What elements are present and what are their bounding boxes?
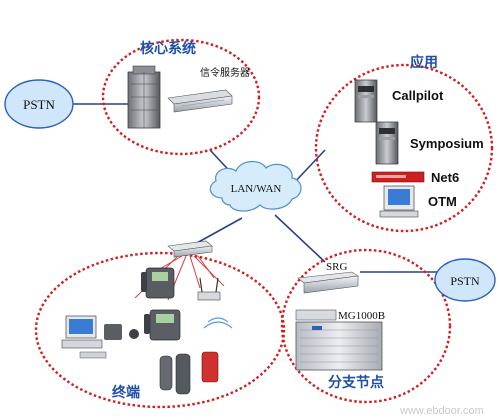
callpilot-label: Callpilot: [392, 88, 444, 103]
core-system: 核心系统 信令服务器: [127, 40, 250, 129]
mg1000b-cabinet-icon: [295, 309, 383, 371]
mg1000b-label: MG1000B: [338, 310, 385, 322]
link-lan-branch: [274, 214, 326, 263]
watermark: www.ebdoor.com: [399, 405, 484, 417]
links: [73, 103, 438, 273]
terminal-title: 终端: [112, 384, 140, 401]
lan-wan-label: LAN/WAN: [231, 183, 282, 195]
applications: 应用 Callpilot Symposium Net6 OTM: [354, 54, 484, 218]
wireless-ap-icon: [197, 277, 233, 329]
cloud-shape: [209, 161, 302, 212]
otm-label: OTM: [428, 194, 457, 209]
handset-icon: [159, 351, 219, 395]
cluster-terminal-outline: [34, 251, 286, 409]
switch-icon: [167, 240, 213, 258]
pstn-right-label: PSTN: [450, 274, 480, 288]
branch-node: SRG MG1000B 分支节点: [295, 261, 385, 391]
ip-phone-icon: [141, 267, 175, 299]
cluster-apps-outline: [314, 63, 494, 233]
rack-server-icon: [167, 89, 233, 113]
branch-title: 分支节点: [328, 374, 384, 391]
cluster-branch-outline: [280, 248, 452, 404]
pc-terminal-icon: [61, 315, 107, 359]
lan-wan-cloud: LAN/WAN: [209, 161, 302, 212]
link-lan-apps: [291, 149, 326, 186]
tower-server-icon: [127, 65, 161, 129]
ip-phone-icon-2: [144, 309, 181, 341]
callpilot-server-icon: [354, 79, 378, 123]
symposium-server-icon: [375, 121, 399, 165]
signaling-server-label: 信令服务器: [200, 66, 250, 79]
terminals: 终端: [61, 240, 233, 401]
net6-label: Net6: [431, 170, 459, 185]
pc-icon: [379, 185, 419, 218]
net6-appliance-icon: [371, 171, 425, 183]
core-title: 核心系统: [140, 40, 196, 57]
pstn-left-label: PSTN: [23, 97, 55, 112]
cluster-core-outline: [101, 38, 261, 156]
clusters: [34, 38, 494, 409]
symposium-label: Symposium: [410, 136, 484, 151]
link-lan-switch: [194, 217, 243, 245]
srg-gateway-icon: [297, 271, 359, 294]
pstn-right-node: PSTN: [434, 258, 496, 302]
pstn-left-node: PSTN: [4, 79, 74, 129]
headset-phone-icon: [104, 324, 139, 340]
srg-label: SRG: [326, 261, 347, 273]
pstn-left-bubble: [4, 79, 74, 129]
pstn-right-bubble: [434, 258, 496, 302]
apps-title: 应用: [410, 54, 438, 71]
